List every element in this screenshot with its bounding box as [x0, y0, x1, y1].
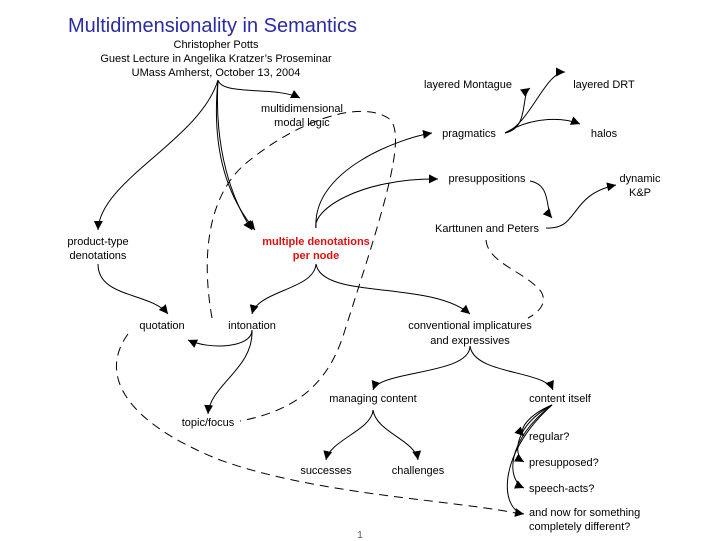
- edge-presuppositions-karttunen: [529, 180, 553, 219]
- dashed-karttunen-ci: [485, 239, 544, 319]
- node-multiple-denotations-line1: multiple denotations: [262, 236, 370, 248]
- edge-pragmatics-halos: [504, 116, 581, 134]
- edge-karttunen-dynamic-kp: [545, 182, 617, 229]
- dashed-intonation-loop: [206, 110, 396, 422]
- edge-title-multidim: [217, 79, 301, 99]
- place-date-line: UMass Amherst, October 13, 2004: [132, 67, 301, 79]
- node-and-now-line2: completely different?: [529, 521, 630, 533]
- node-presupposed: presupposed?: [529, 457, 599, 469]
- edge-multiple-ci: [315, 263, 471, 315]
- edge-title-multiple-denotations-2: [215, 79, 256, 231]
- node-product-type-line1: product-type: [67, 236, 128, 248]
- venue-line: Guest Lecture in Angelika Kratzer’s Pros…: [100, 53, 332, 65]
- edge-managing-challenges: [372, 409, 422, 461]
- page-number: 1: [357, 530, 363, 541]
- edge-title-product-type: [93, 79, 219, 231]
- node-quotation: quotation: [139, 320, 184, 332]
- edge-product-type-quotation: [97, 263, 169, 315]
- edge-title-multiple-denotations: [216, 79, 253, 231]
- node-content-itself: content itself: [529, 393, 592, 405]
- node-multiple-denotations-line2: per node: [293, 250, 339, 262]
- node-and-now-line1: and now for something: [529, 507, 640, 519]
- node-multidimensional-modal-logic-line2: modal logic: [274, 117, 330, 129]
- node-multidimensional-modal-logic-line1: multidimensional: [261, 103, 343, 115]
- slide-title: Multidimensionality in Semantics: [68, 15, 357, 37]
- node-conventional-implicatures-line1: conventional implicatures: [408, 320, 532, 332]
- solid-edges: [93, 67, 617, 517]
- edge-pragmatics-layered-montague: [504, 87, 531, 134]
- node-speech-acts: speech-acts?: [529, 483, 594, 495]
- dashed-edges: [115, 110, 544, 516]
- node-halos: halos: [591, 128, 618, 140]
- edge-pragmatics-layered-drt: [504, 67, 566, 134]
- node-product-type-line2: denotations: [70, 250, 127, 262]
- edge-multiple-pragmatics: [315, 129, 433, 229]
- node-dynamic-kp-line2: K&P: [629, 187, 651, 199]
- edge-intonation-topic-focus: [204, 329, 253, 415]
- node-layered-montague: layered Montague: [424, 79, 512, 91]
- node-dynamic-kp-line1: dynamic: [620, 173, 661, 185]
- author-name: Christopher Potts: [174, 39, 259, 51]
- edge-content-and-now: [506, 404, 553, 517]
- node-successes: successes: [300, 465, 352, 477]
- node-karttunen-and-peters: Karttunen and Peters: [435, 223, 539, 235]
- edge-managing-successes: [323, 409, 374, 461]
- edge-multiple-presuppositions: [315, 174, 439, 229]
- node-layered-drt: layered DRT: [573, 79, 635, 91]
- node-managing-content: managing content: [329, 393, 416, 405]
- dashed-quotation-and-now: [115, 333, 526, 516]
- node-topic-focus: topic/focus: [182, 417, 235, 429]
- edge-intonation-quotation: [187, 329, 253, 348]
- node-regular: regular?: [529, 431, 569, 443]
- node-conventional-implicatures-line2: and expressives: [430, 335, 510, 347]
- edge-ci-managing-content: [371, 345, 471, 391]
- edge-ci-content-itself: [469, 345, 554, 391]
- edge-multiple-intonation: [249, 263, 317, 315]
- node-pragmatics: pragmatics: [442, 128, 496, 140]
- node-intonation: intonation: [228, 320, 276, 332]
- node-challenges: challenges: [392, 465, 445, 477]
- edge-content-presupposed: [513, 404, 553, 463]
- node-presuppositions: presuppositions: [448, 173, 526, 185]
